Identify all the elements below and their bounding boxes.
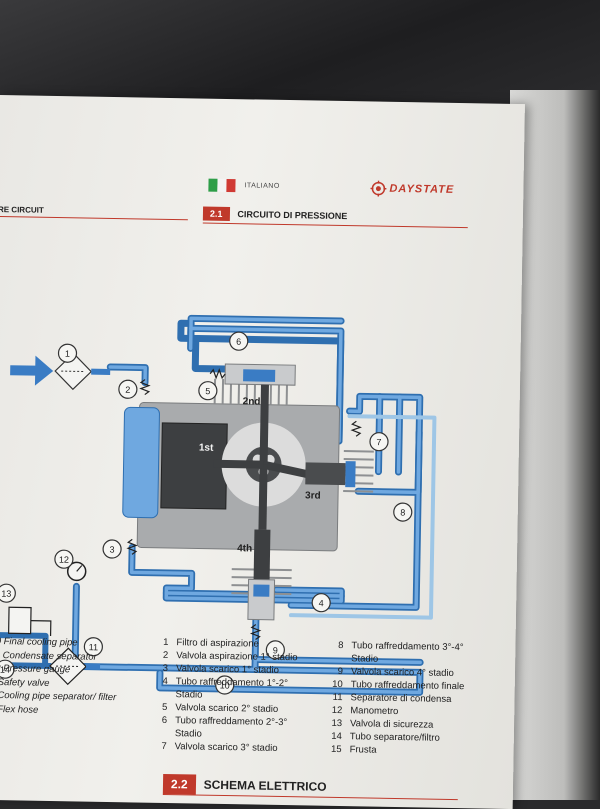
connecting-rod-1 bbox=[214, 464, 264, 465]
first-stage-head bbox=[123, 407, 160, 518]
legend-english: 10 Final cooling pipe 11 Condensate sepa… bbox=[0, 635, 117, 718]
callout-label-6: 6 bbox=[236, 337, 241, 347]
next-section-number: 2.2 bbox=[163, 774, 196, 795]
fourth-stage-piston bbox=[254, 530, 271, 580]
next-page-edge bbox=[510, 90, 600, 800]
safety-valve-icon bbox=[9, 607, 31, 633]
next-section-title: SCHEMA ELETTRICO bbox=[204, 778, 327, 794]
cylinder-label-3: 3rd bbox=[305, 490, 321, 501]
next-section-heading: 2.2 SCHEMA ELETTRICO bbox=[163, 774, 327, 797]
language-label: ITALIANO bbox=[244, 182, 280, 190]
intake-arrow-icon bbox=[10, 355, 54, 386]
callout-label-5: 5 bbox=[205, 386, 210, 396]
cylinder-label-1: 1st bbox=[199, 443, 214, 454]
left-divider bbox=[0, 216, 188, 220]
callout-label-1: 1 bbox=[65, 349, 70, 359]
left-section-title: RE CIRCUIT bbox=[0, 205, 44, 215]
cylinder-label-4: 4th bbox=[237, 543, 252, 554]
legend-en-item: 4 Cooling pipe separator/ filter bbox=[0, 689, 116, 705]
manual-page: ITALIANO DAYSTATE RE CIRCUIT 2.1 CIRCUIT… bbox=[0, 95, 525, 809]
third-stage-piston bbox=[305, 462, 345, 485]
cylinder-label-2: 2nd bbox=[243, 396, 261, 407]
italian-flag-icon bbox=[208, 179, 235, 192]
connecting-rod-2 bbox=[264, 385, 265, 465]
callout-label-8: 8 bbox=[400, 508, 405, 518]
callout-label-12: 12 bbox=[59, 555, 69, 565]
legend-en-item: 10 Final cooling pipe bbox=[0, 635, 117, 651]
section-divider bbox=[203, 223, 468, 229]
callout-label-2: 2 bbox=[125, 385, 130, 395]
callout-label-3: 3 bbox=[109, 544, 114, 554]
callout-label-4: 4 bbox=[319, 598, 324, 608]
brand-name: DAYSTATE bbox=[389, 183, 454, 196]
callout-label-13: 13 bbox=[1, 589, 11, 599]
callout-label-7: 7 bbox=[376, 437, 381, 447]
section-title: CIRCUITO DI PRESSIONE bbox=[237, 209, 347, 221]
legend-en-item: 12 Pressure gauge bbox=[0, 662, 117, 678]
legend-en-item: 5 Flex hose bbox=[0, 702, 116, 718]
second-stage-piston bbox=[243, 369, 275, 382]
section-heading: 2.1 CIRCUITO DI PRESSIONE bbox=[203, 207, 348, 224]
brand-emblem-icon bbox=[370, 180, 386, 196]
daystate-logo: DAYSTATE bbox=[370, 180, 454, 197]
section-number: 2.1 bbox=[203, 207, 230, 221]
connecting-rod-4 bbox=[262, 465, 263, 530]
